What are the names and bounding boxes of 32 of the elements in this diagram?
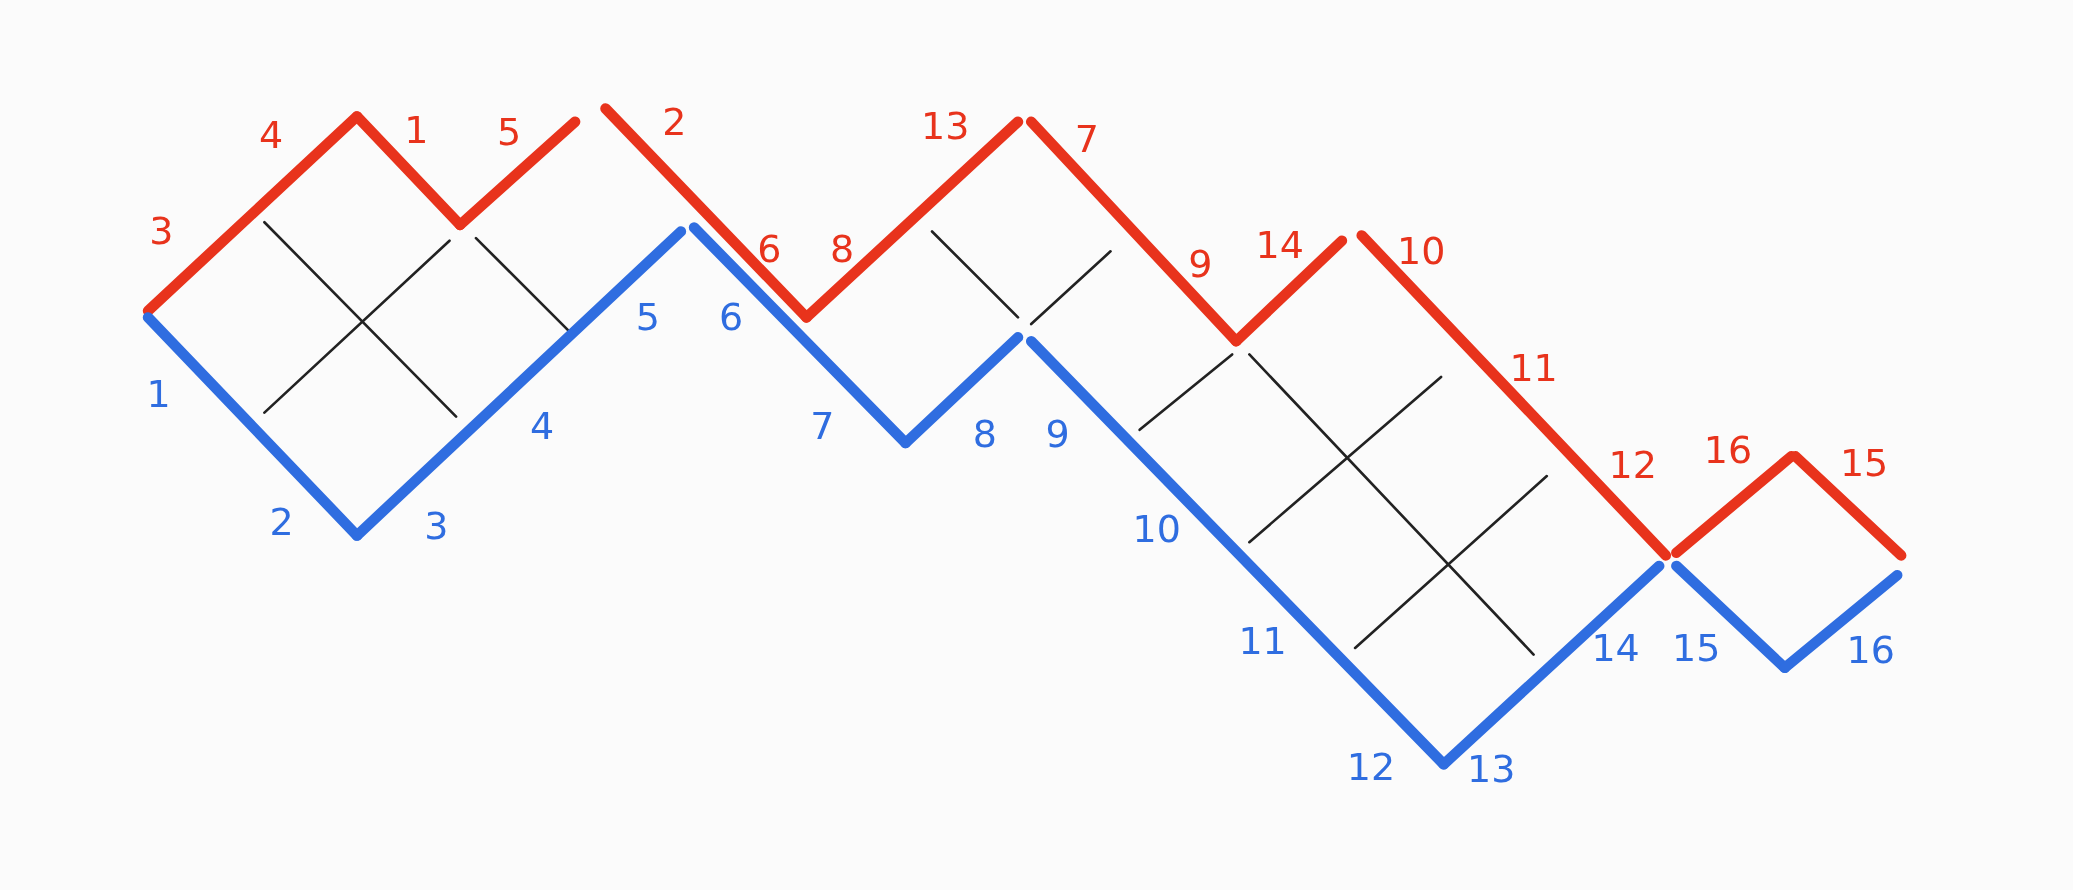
segment-number: 14 — [1255, 225, 1304, 264]
segment-number: 12 — [1608, 446, 1657, 485]
segment-number: 4 — [529, 406, 555, 445]
segment-number: 4 — [258, 115, 284, 154]
segment-number: 2 — [662, 102, 687, 141]
segment-number: 6 — [757, 229, 782, 268]
segment-number: 11 — [1509, 348, 1558, 387]
segment-number: 3 — [424, 507, 449, 546]
segment-number: 3 — [149, 212, 174, 251]
segment-number: 1 — [146, 374, 171, 413]
segment-number: 7 — [810, 406, 835, 445]
segment-number: 15 — [1672, 628, 1721, 667]
segment-number: 8 — [972, 414, 998, 453]
segment-number: 12 — [1346, 747, 1396, 786]
segment-number: 2 — [269, 503, 294, 542]
segment-number: 13 — [1467, 750, 1516, 789]
segment-number: 13 — [921, 106, 970, 145]
segment-number: 16 — [1703, 430, 1753, 469]
segment-number: 5 — [635, 298, 660, 337]
segment-number: 8 — [830, 229, 855, 268]
segment-number: 9 — [1188, 245, 1213, 284]
segment-number: 10 — [1132, 509, 1181, 548]
segment-number: 5 — [496, 113, 522, 152]
segment-number: 10 — [1397, 232, 1446, 271]
segment-number: 7 — [1074, 119, 1099, 158]
segment-number: 1 — [404, 110, 429, 149]
segment-number: 16 — [1846, 631, 1895, 670]
segment-number: 11 — [1238, 622, 1287, 661]
segment-number: 9 — [1045, 414, 1070, 453]
segment-number: 6 — [719, 298, 744, 337]
segment-number: 15 — [1839, 443, 1889, 482]
segment-number: 14 — [1591, 628, 1640, 667]
